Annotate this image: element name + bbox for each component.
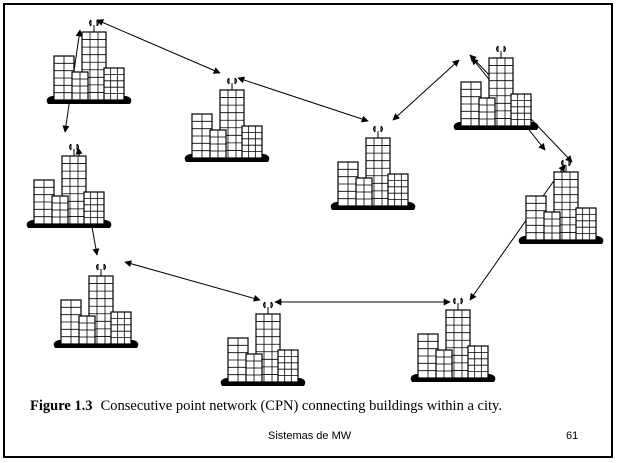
antenna-icon <box>263 301 273 314</box>
buildings <box>26 19 604 386</box>
building-b3 <box>330 125 416 210</box>
footer-title: Sistemas de MW <box>268 430 352 442</box>
link-5 <box>469 164 566 301</box>
page-number: 61 <box>566 430 579 442</box>
figure-caption: Figure 1.3 Consecutive point network (CPN… <box>30 398 610 415</box>
link-7 <box>124 260 261 302</box>
antenna-icon <box>561 159 571 172</box>
antenna-icon <box>373 125 383 138</box>
antenna-icon <box>69 143 79 156</box>
building-b2 <box>184 77 270 162</box>
antenna-icon <box>496 45 506 58</box>
building-b7 <box>220 301 306 386</box>
building-b8 <box>53 263 139 348</box>
building-b9 <box>26 143 112 228</box>
building-b5 <box>518 159 604 244</box>
antenna-icon <box>89 19 99 32</box>
antenna-icon <box>227 77 237 90</box>
antenna-icon <box>96 263 106 276</box>
link-2 <box>237 76 369 123</box>
building-b4 <box>453 45 539 130</box>
building-b6 <box>410 297 496 382</box>
building-b1 <box>46 19 132 104</box>
figure-label: Figure 1.3 <box>30 398 93 414</box>
figure-text: Consecutive point network (CPN) connecti… <box>100 398 502 414</box>
link-3 <box>392 59 460 121</box>
link-1 <box>96 19 221 74</box>
antenna-icon <box>453 297 463 310</box>
